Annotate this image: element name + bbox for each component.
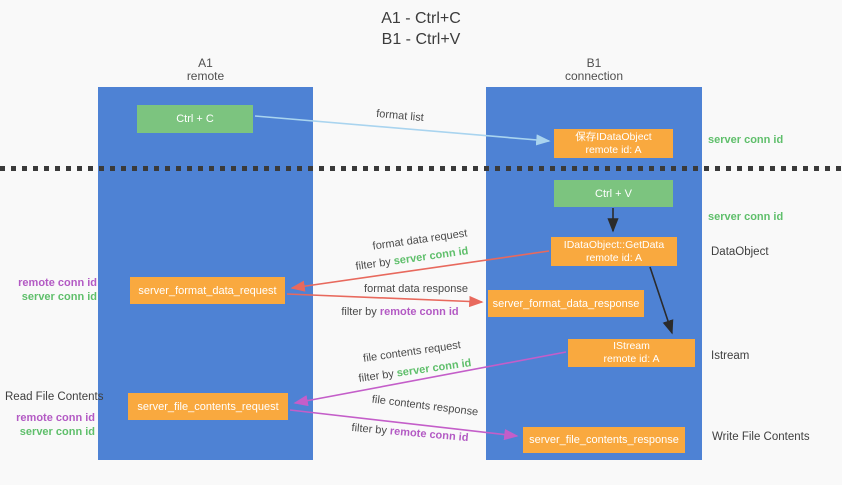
server-format-data-response-box: server_format_data_response — [488, 290, 644, 317]
filter-by-text: filter by — [354, 256, 392, 273]
server-conn-id-text: server conn id — [392, 245, 470, 268]
server-conn-id-text: server conn id — [395, 357, 473, 380]
column-a1-subtitle: remote — [186, 69, 225, 83]
server-file-contents-request-label: server_file_contents_request — [137, 400, 279, 413]
istream-line2: remote id: A — [603, 353, 660, 365]
column-b1-title: B1 — [586, 56, 602, 70]
left-remote-conn-id-1: remote conn id — [18, 277, 97, 289]
server-format-data-response-label: server_format_data_response — [492, 297, 640, 310]
left-remote-conn-id-2: remote conn id — [16, 412, 95, 424]
right-server-conn-id-1: server conn id — [708, 134, 784, 146]
ctrl-c-label: Ctrl + C — [176, 113, 214, 125]
column-a1-header: A1 remote — [98, 57, 313, 83]
title-line-1: A1 - Ctrl+C — [381, 10, 461, 27]
column-b1-header: B1 connection — [486, 57, 702, 83]
column-b1-subtitle: connection — [564, 69, 624, 83]
right-server-conn-id-2: server conn id — [708, 211, 784, 223]
title-line-2: B1 - Ctrl+V — [381, 31, 461, 48]
file-contents-response-label: file contents response — [371, 393, 479, 419]
getdata-line1: IDataObject::GetData — [563, 238, 665, 251]
remote-conn-id-text: remote conn id — [379, 306, 459, 318]
istream-line1: IStream — [613, 340, 650, 352]
istream-box: IStream remote id: A — [568, 339, 695, 367]
getdata-line2: remote id: A — [585, 251, 642, 264]
session-divider-line — [0, 166, 842, 171]
ctrl-c-box: Ctrl + C — [137, 105, 253, 133]
ctrl-v-box: Ctrl + V — [554, 180, 673, 207]
format-data-response-label: format data response — [364, 283, 468, 295]
left-server-conn-id-2: server conn id — [19, 426, 95, 438]
read-file-contents-label: Read File Contents — [5, 391, 104, 403]
write-file-contents-label: Write File Contents — [712, 431, 810, 443]
filter-by-server-conn-id-label-1: filter byserver conn id — [355, 245, 469, 273]
arrow-format-data-response — [286, 293, 484, 308]
server-file-contents-request-box: server_file_contents_request — [128, 393, 288, 420]
save-idataobject-line1: 保存IDataObject — [575, 130, 652, 143]
filter-by-text: filter by — [351, 421, 388, 437]
save-idataobject-box: 保存IDataObject remote id: A — [554, 129, 673, 158]
filter-by-text: filter by — [341, 306, 377, 318]
getdata-box: IDataObject::GetData remote id: A — [551, 237, 677, 266]
ctrl-v-label: Ctrl + V — [595, 187, 632, 200]
format-list-label: format list — [375, 107, 425, 125]
server-file-contents-response-label: server_file_contents_response — [529, 434, 679, 446]
server-file-contents-response-box: server_file_contents_response — [523, 427, 685, 453]
column-a1-title: A1 — [198, 56, 213, 70]
save-idataobject-line2: remote id: A — [585, 143, 642, 156]
dataobject-label: DataObject — [711, 246, 769, 258]
istream-side-label: Istream — [711, 350, 750, 362]
left-server-conn-id-1: server conn id — [21, 291, 97, 303]
filter-by-text: filter by — [357, 368, 395, 385]
server-format-data-request-box: server_format_data_request — [130, 277, 285, 304]
remote-conn-id-text: remote conn id — [389, 425, 469, 445]
server-format-data-request-label: server_format_data_request — [138, 284, 277, 297]
diagram-title: A1 - Ctrl+C B1 - Ctrl+V — [0, 8, 842, 50]
